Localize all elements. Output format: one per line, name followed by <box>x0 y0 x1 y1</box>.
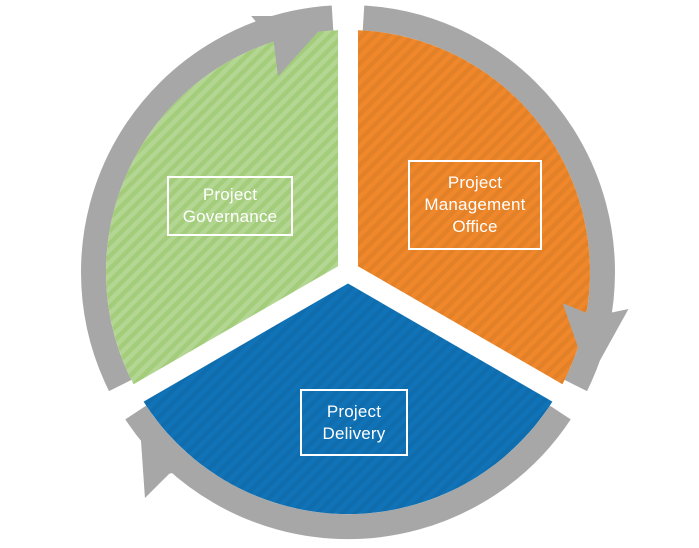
segment-delivery-stripes <box>143 283 553 515</box>
flow-arc-right <box>362 5 615 392</box>
arrowhead-right-icon <box>562 303 629 380</box>
segment-governance-stripes <box>106 30 338 385</box>
segment-label-governance: Project Governance <box>167 176 293 236</box>
segment-pmo-stripes <box>358 30 590 385</box>
segment-label-delivery: Project Delivery <box>300 389 408 456</box>
segment-label-pmo: Project Management Office <box>408 160 542 250</box>
flow-arrowheads <box>139 16 629 498</box>
pie-segments <box>106 30 590 515</box>
arrowhead-top-icon <box>251 16 333 77</box>
flow-arc-left <box>81 5 334 392</box>
arrowhead-bottom-left-icon <box>139 417 204 498</box>
